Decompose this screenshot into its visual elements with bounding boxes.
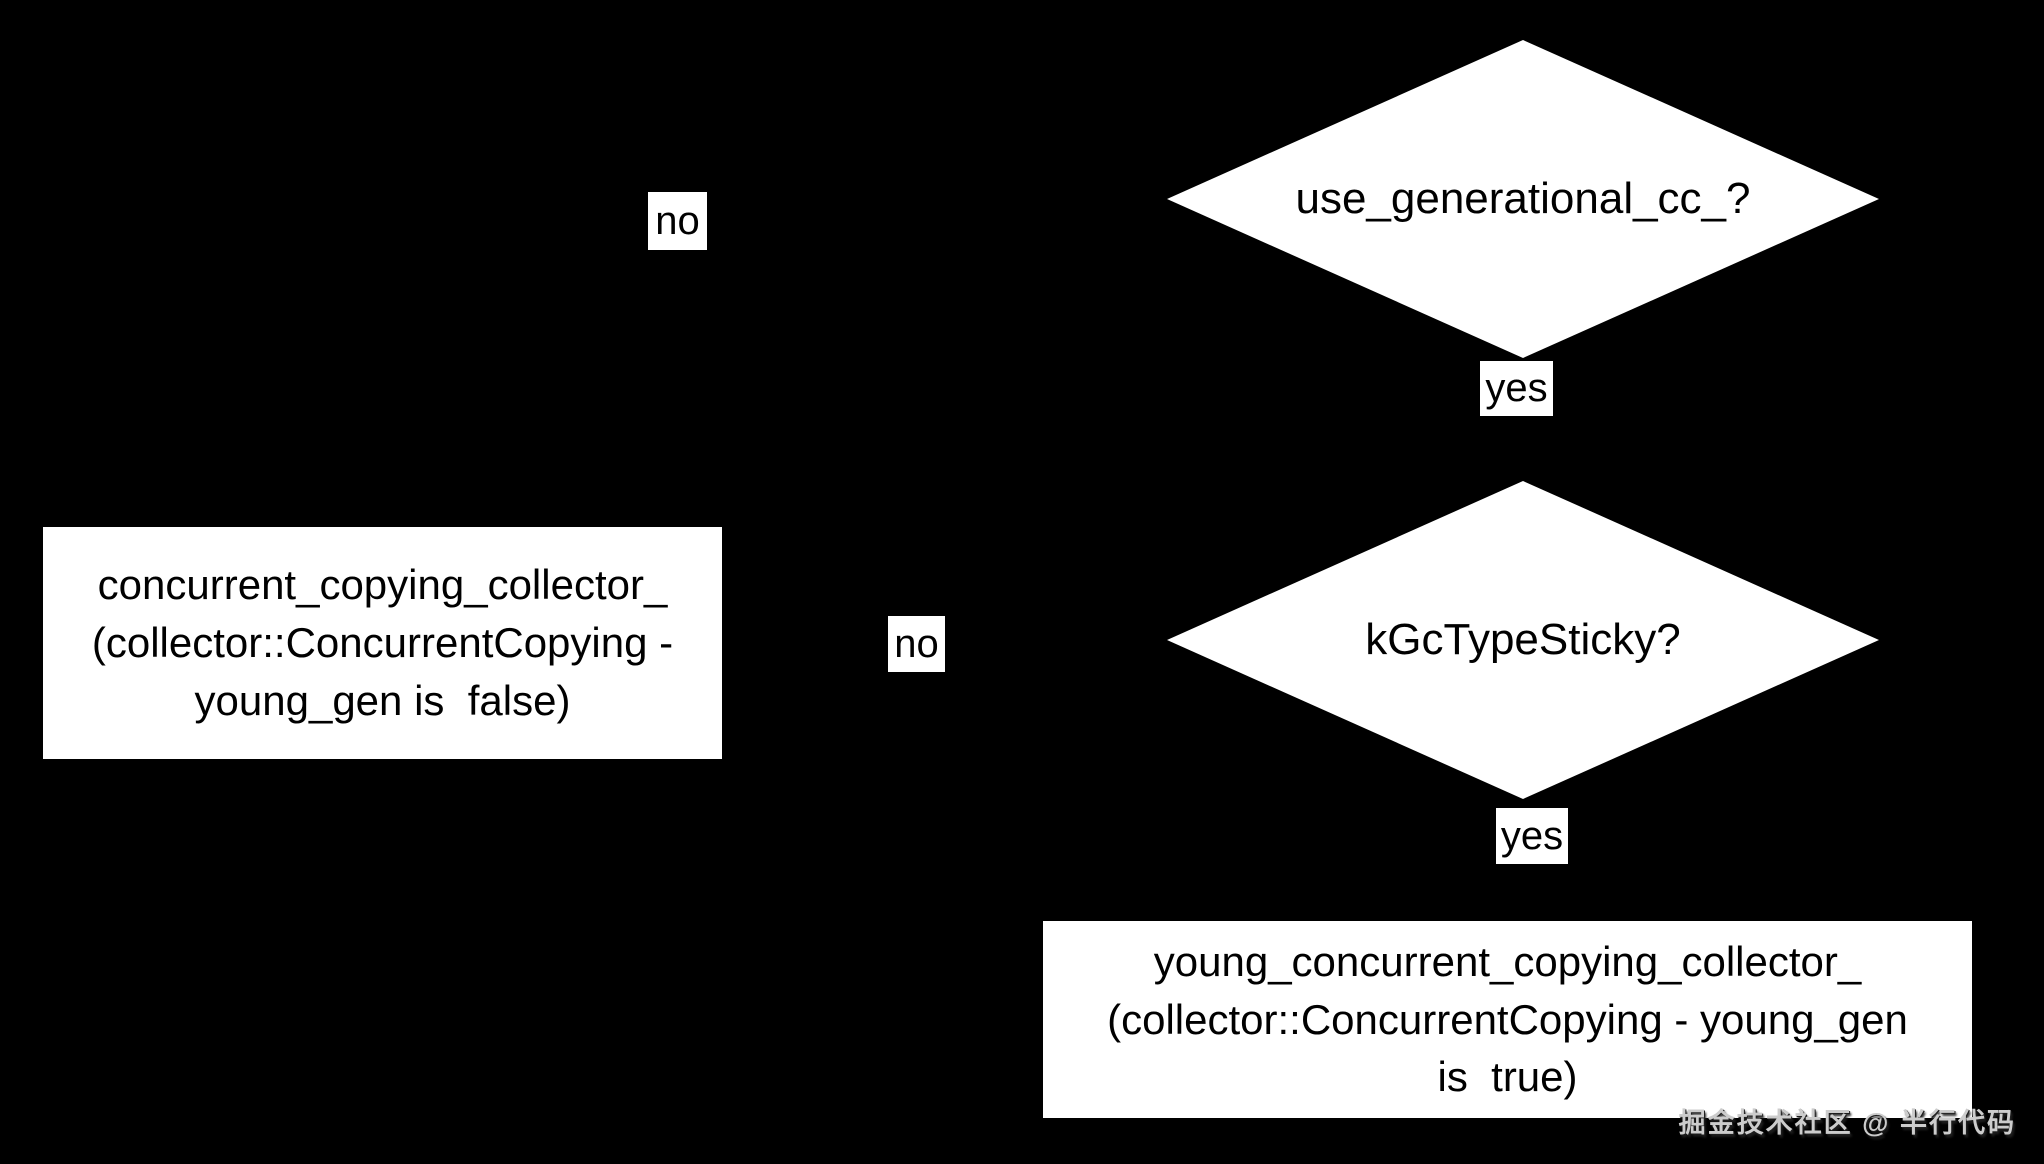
decision-diamond-use-generational-cc: use_generational_cc_? xyxy=(1167,40,1879,358)
result-line: young_gen is false) xyxy=(194,676,571,724)
result-box-young-concurrent-copying-collector: young_concurrent_copying_collector_ (col… xyxy=(1043,921,1972,1118)
edge-label-yes: yes xyxy=(1480,361,1553,416)
watermark: 掘金技术社区 @ 半行代码 xyxy=(1678,1108,2016,1138)
decision-label: kGcTypeSticky? xyxy=(1365,615,1681,664)
result-line: concurrent_copying_collector_ xyxy=(97,561,668,609)
decision-diamond-kgctypesticky: kGcTypeSticky? xyxy=(1167,481,1879,799)
decision-label: use_generational_cc_? xyxy=(1295,174,1751,223)
edge-label-yes: yes xyxy=(1496,808,1568,864)
edge-label-no: no xyxy=(888,616,945,672)
result-box-concurrent-copying-collector: concurrent_copying_collector_ (collector… xyxy=(43,527,722,759)
result-line: (collector::ConcurrentCopying - xyxy=(91,619,674,667)
edge-label-no: no xyxy=(648,192,707,250)
result-line: is true) xyxy=(1437,1053,1578,1101)
result-line: young_concurrent_copying_collector_ xyxy=(1153,937,1862,985)
result-line: (collector::ConcurrentCopying - young_ge… xyxy=(1107,995,1908,1043)
